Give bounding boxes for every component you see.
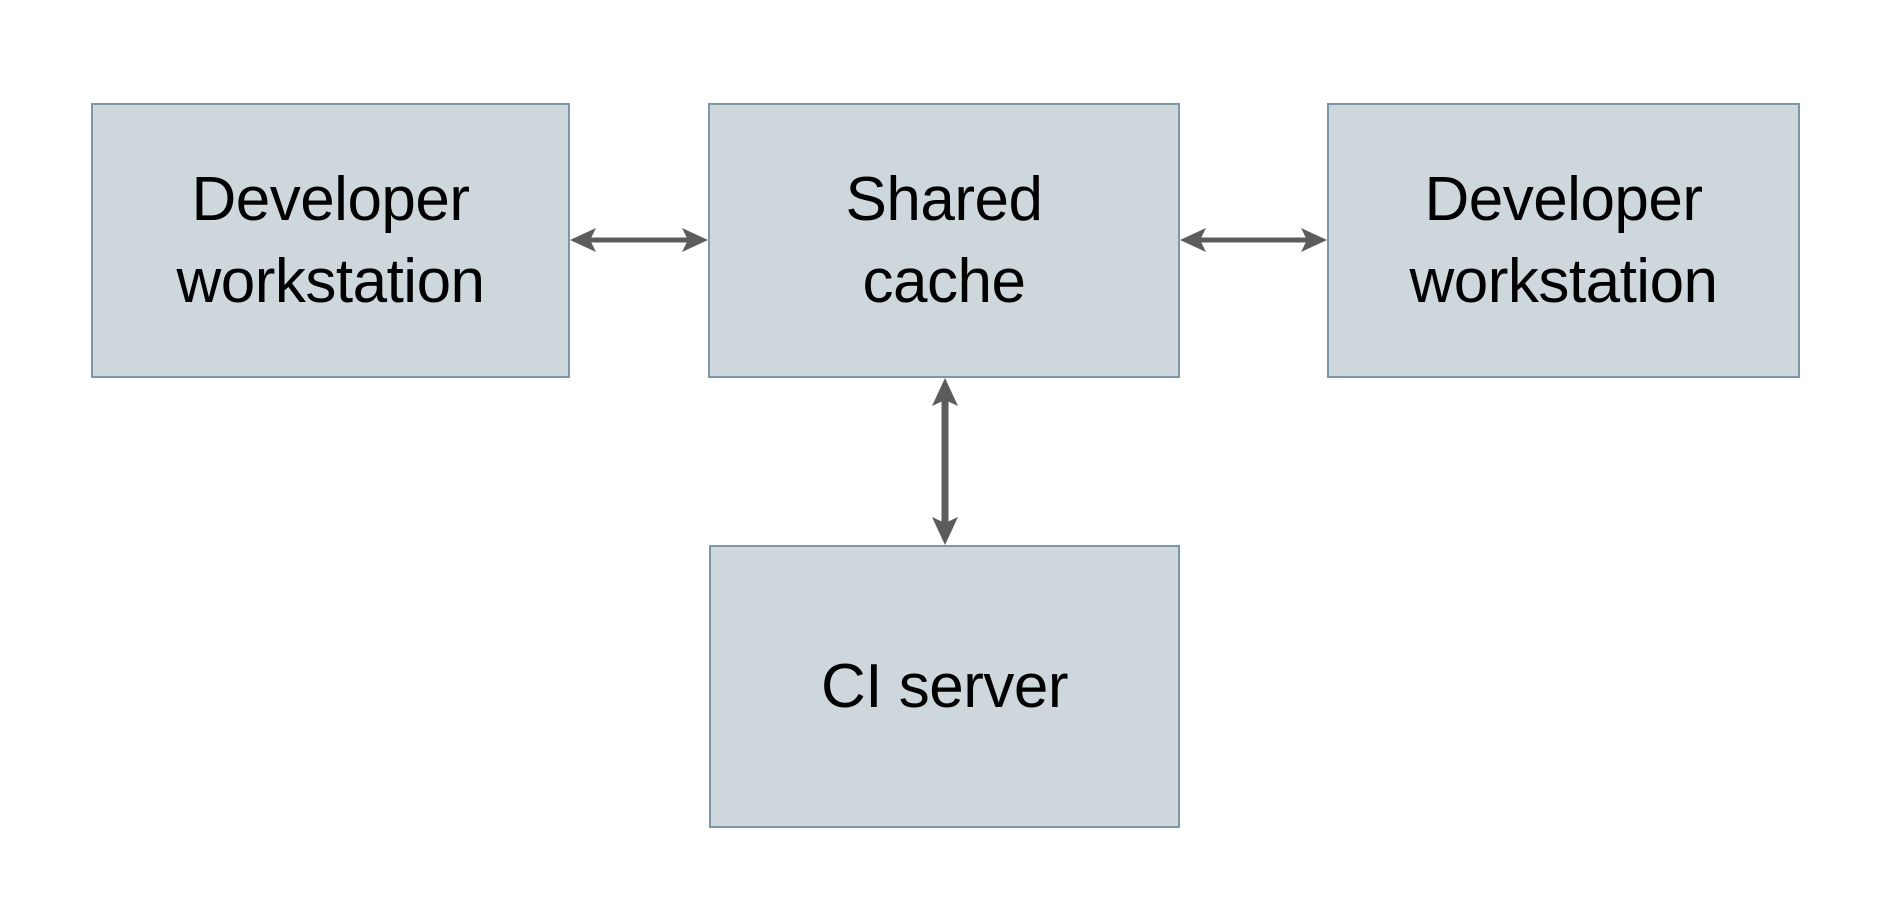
node-developer-workstation-right[interactable]: Developer workstation	[1327, 103, 1800, 378]
node-label: CI server	[821, 651, 1068, 721]
edge-shared-cache-to-ci-server[interactable]	[913, 374, 977, 549]
edge-developer-left-to-shared-cache[interactable]	[566, 208, 712, 272]
edge-shared-cache-to-developer-right[interactable]	[1176, 208, 1331, 272]
node-label: Developer workstation	[1409, 164, 1718, 316]
double-headed-arrow-icon	[1180, 228, 1327, 252]
node-label: Shared cache	[845, 164, 1043, 316]
double-headed-arrow-icon	[932, 378, 958, 545]
node-shared-cache[interactable]: Shared cache	[708, 103, 1180, 378]
node-developer-workstation-left[interactable]: Developer workstation	[91, 103, 570, 378]
double-headed-arrow-icon	[570, 228, 708, 252]
node-ci-server[interactable]: CI server	[709, 545, 1180, 828]
node-label: Developer workstation	[176, 164, 485, 316]
